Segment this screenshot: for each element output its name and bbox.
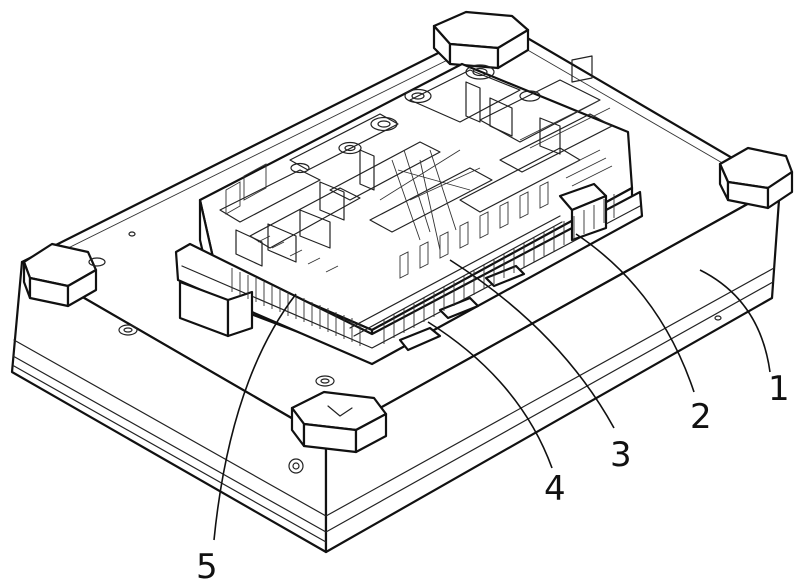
callout-3: 3 (610, 435, 632, 475)
callout-1: 1 (768, 369, 790, 409)
callout-4: 4 (544, 469, 566, 509)
callout-5: 5 (196, 547, 218, 585)
corner-block-top (434, 12, 528, 68)
callout-2: 2 (690, 397, 712, 437)
corner-block-right (720, 148, 792, 208)
corner-block-left (24, 244, 96, 306)
corner-block-front (292, 392, 386, 452)
